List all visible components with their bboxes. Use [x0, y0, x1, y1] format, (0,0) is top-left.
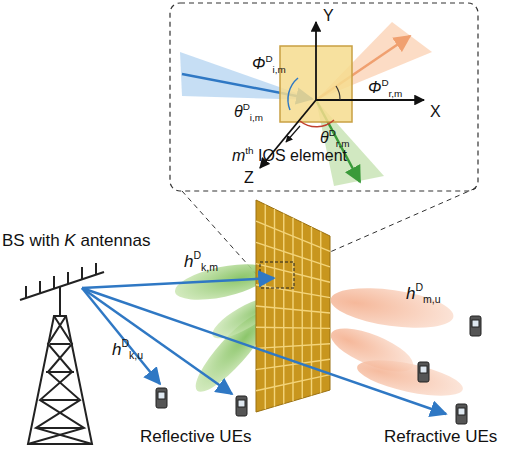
- axis-label: Y: [323, 8, 334, 24]
- channel-label: hDk,m: [184, 250, 218, 272]
- element-label: mth IOS element: [232, 146, 347, 164]
- grid-line: [256, 306, 330, 313]
- bs-label: BS with K antennas: [2, 232, 150, 249]
- grid-line: [256, 242, 330, 266]
- group-label: Refractive UEs: [384, 428, 497, 445]
- angle-label: ΦDr,m: [368, 78, 402, 99]
- grid-line: [256, 285, 330, 298]
- grid-line: [256, 327, 330, 328]
- angle-label: θDi,m: [234, 102, 263, 123]
- channel-label: hDm,u: [406, 282, 441, 304]
- grid-line: [256, 344, 330, 349]
- axis-label: Z: [244, 170, 254, 186]
- angle-label: θDr,m: [320, 128, 350, 149]
- axis-label: X: [430, 104, 441, 120]
- channel-label: hDk,u: [112, 338, 143, 360]
- grid-line: [256, 375, 330, 391]
- grid-line: [256, 221, 330, 251]
- angle-label: ΦDi,m: [252, 54, 286, 75]
- group-label: Reflective UEs: [140, 428, 251, 445]
